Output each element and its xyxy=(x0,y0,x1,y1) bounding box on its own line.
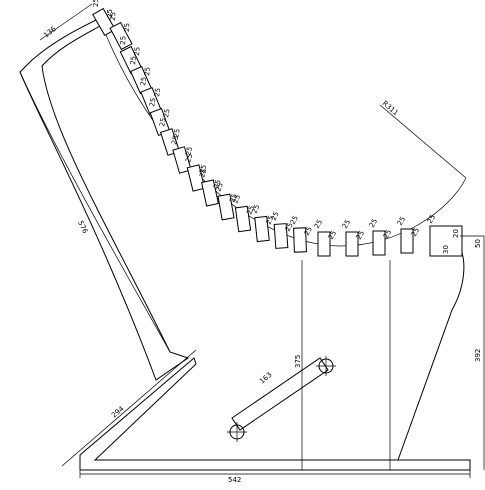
dim-294-line xyxy=(61,349,197,467)
slat-width-label: 25 xyxy=(184,153,194,164)
back-rail-inner xyxy=(19,71,171,353)
slat-gap-label: 25 xyxy=(162,108,171,118)
slat xyxy=(317,231,331,257)
slat-width-label: 25 xyxy=(231,193,242,204)
back-rail xyxy=(19,19,190,381)
radius-leader xyxy=(379,104,467,179)
slat-width-label: 25 xyxy=(170,135,180,146)
link-bar xyxy=(231,357,329,431)
dim-136-label: 136 xyxy=(42,25,58,40)
slat xyxy=(217,193,235,221)
slat-gap-label: 25 xyxy=(355,229,366,241)
slat-gap-label: 25 xyxy=(133,47,142,56)
slat-width-label: 25 xyxy=(270,210,281,222)
dim-392-label: 392 xyxy=(474,349,482,362)
dim-30-label: 30 xyxy=(442,245,450,254)
slat-gap-label: 25 xyxy=(265,214,276,225)
slat xyxy=(345,231,359,257)
slat-gap-label: 25 xyxy=(123,23,131,32)
slat xyxy=(400,228,414,254)
slat xyxy=(201,179,219,207)
slat-width-label: 25 xyxy=(251,203,262,214)
slat-width-label: 25 xyxy=(148,97,157,107)
slat xyxy=(186,164,206,192)
slat xyxy=(234,205,252,233)
slat xyxy=(254,215,270,243)
slat-width-label: 25 xyxy=(341,218,352,230)
dim-136-line xyxy=(39,3,93,41)
link-offset-label: 375 xyxy=(294,355,302,368)
slat-width-label: 25 xyxy=(129,55,138,65)
end-cap xyxy=(429,225,463,257)
slat-gap-label: 25 xyxy=(410,226,421,238)
slat-gap-label: 25 xyxy=(303,225,314,237)
slat xyxy=(273,223,289,249)
slat xyxy=(172,146,192,174)
slat-width-label: 25 xyxy=(92,0,100,7)
dim-542-label: 542 xyxy=(228,476,241,484)
slat-width-label: 25 xyxy=(119,36,128,45)
front-leg xyxy=(79,357,471,471)
slat-gap-label: 25 xyxy=(228,193,239,204)
slat xyxy=(293,227,307,253)
dim-50-label: 50 xyxy=(474,239,482,248)
slat-gap-label: 25 xyxy=(212,179,222,190)
slat-gap-label: 25 xyxy=(284,221,295,233)
slat-width-label: 25 xyxy=(426,213,437,225)
slat-width-label: 25 xyxy=(198,168,208,179)
slat xyxy=(109,21,133,51)
link-dim-label: 163 xyxy=(258,371,273,386)
slat-gap-label: 25 xyxy=(382,228,393,240)
seat-arc xyxy=(99,19,467,247)
dim-20-label: 20 xyxy=(452,229,460,238)
rear-support xyxy=(397,241,465,461)
slat-gap-label: 25 xyxy=(198,164,208,175)
slat-width-label: 25 xyxy=(313,218,324,230)
slat-width-label: 25 xyxy=(396,215,407,227)
slat-width-label: 25 xyxy=(109,12,117,21)
slat-gap-label: 25 xyxy=(245,204,256,215)
slat-width-label: 25 xyxy=(214,182,225,193)
slat xyxy=(372,230,386,256)
slat-gap-label: 25 xyxy=(184,146,194,157)
slat-width-label: 25 xyxy=(289,214,300,226)
slat-width-label: 25 xyxy=(368,217,379,229)
slat-gap-label: 25 xyxy=(143,66,152,76)
dim-576-label: 576 xyxy=(76,219,89,235)
slat-gap-label: 25 xyxy=(327,229,338,241)
slat xyxy=(92,7,116,37)
slat-width-label: 25 xyxy=(158,117,168,127)
slat-gap-label: 25 xyxy=(153,87,162,97)
slat-gap-label: 25 xyxy=(172,128,182,138)
slats-group: 2525252525252525252525252525252525252525… xyxy=(92,0,463,257)
slat-gap-label: 25 xyxy=(106,9,114,18)
slat-width-label: 25 xyxy=(139,76,148,86)
